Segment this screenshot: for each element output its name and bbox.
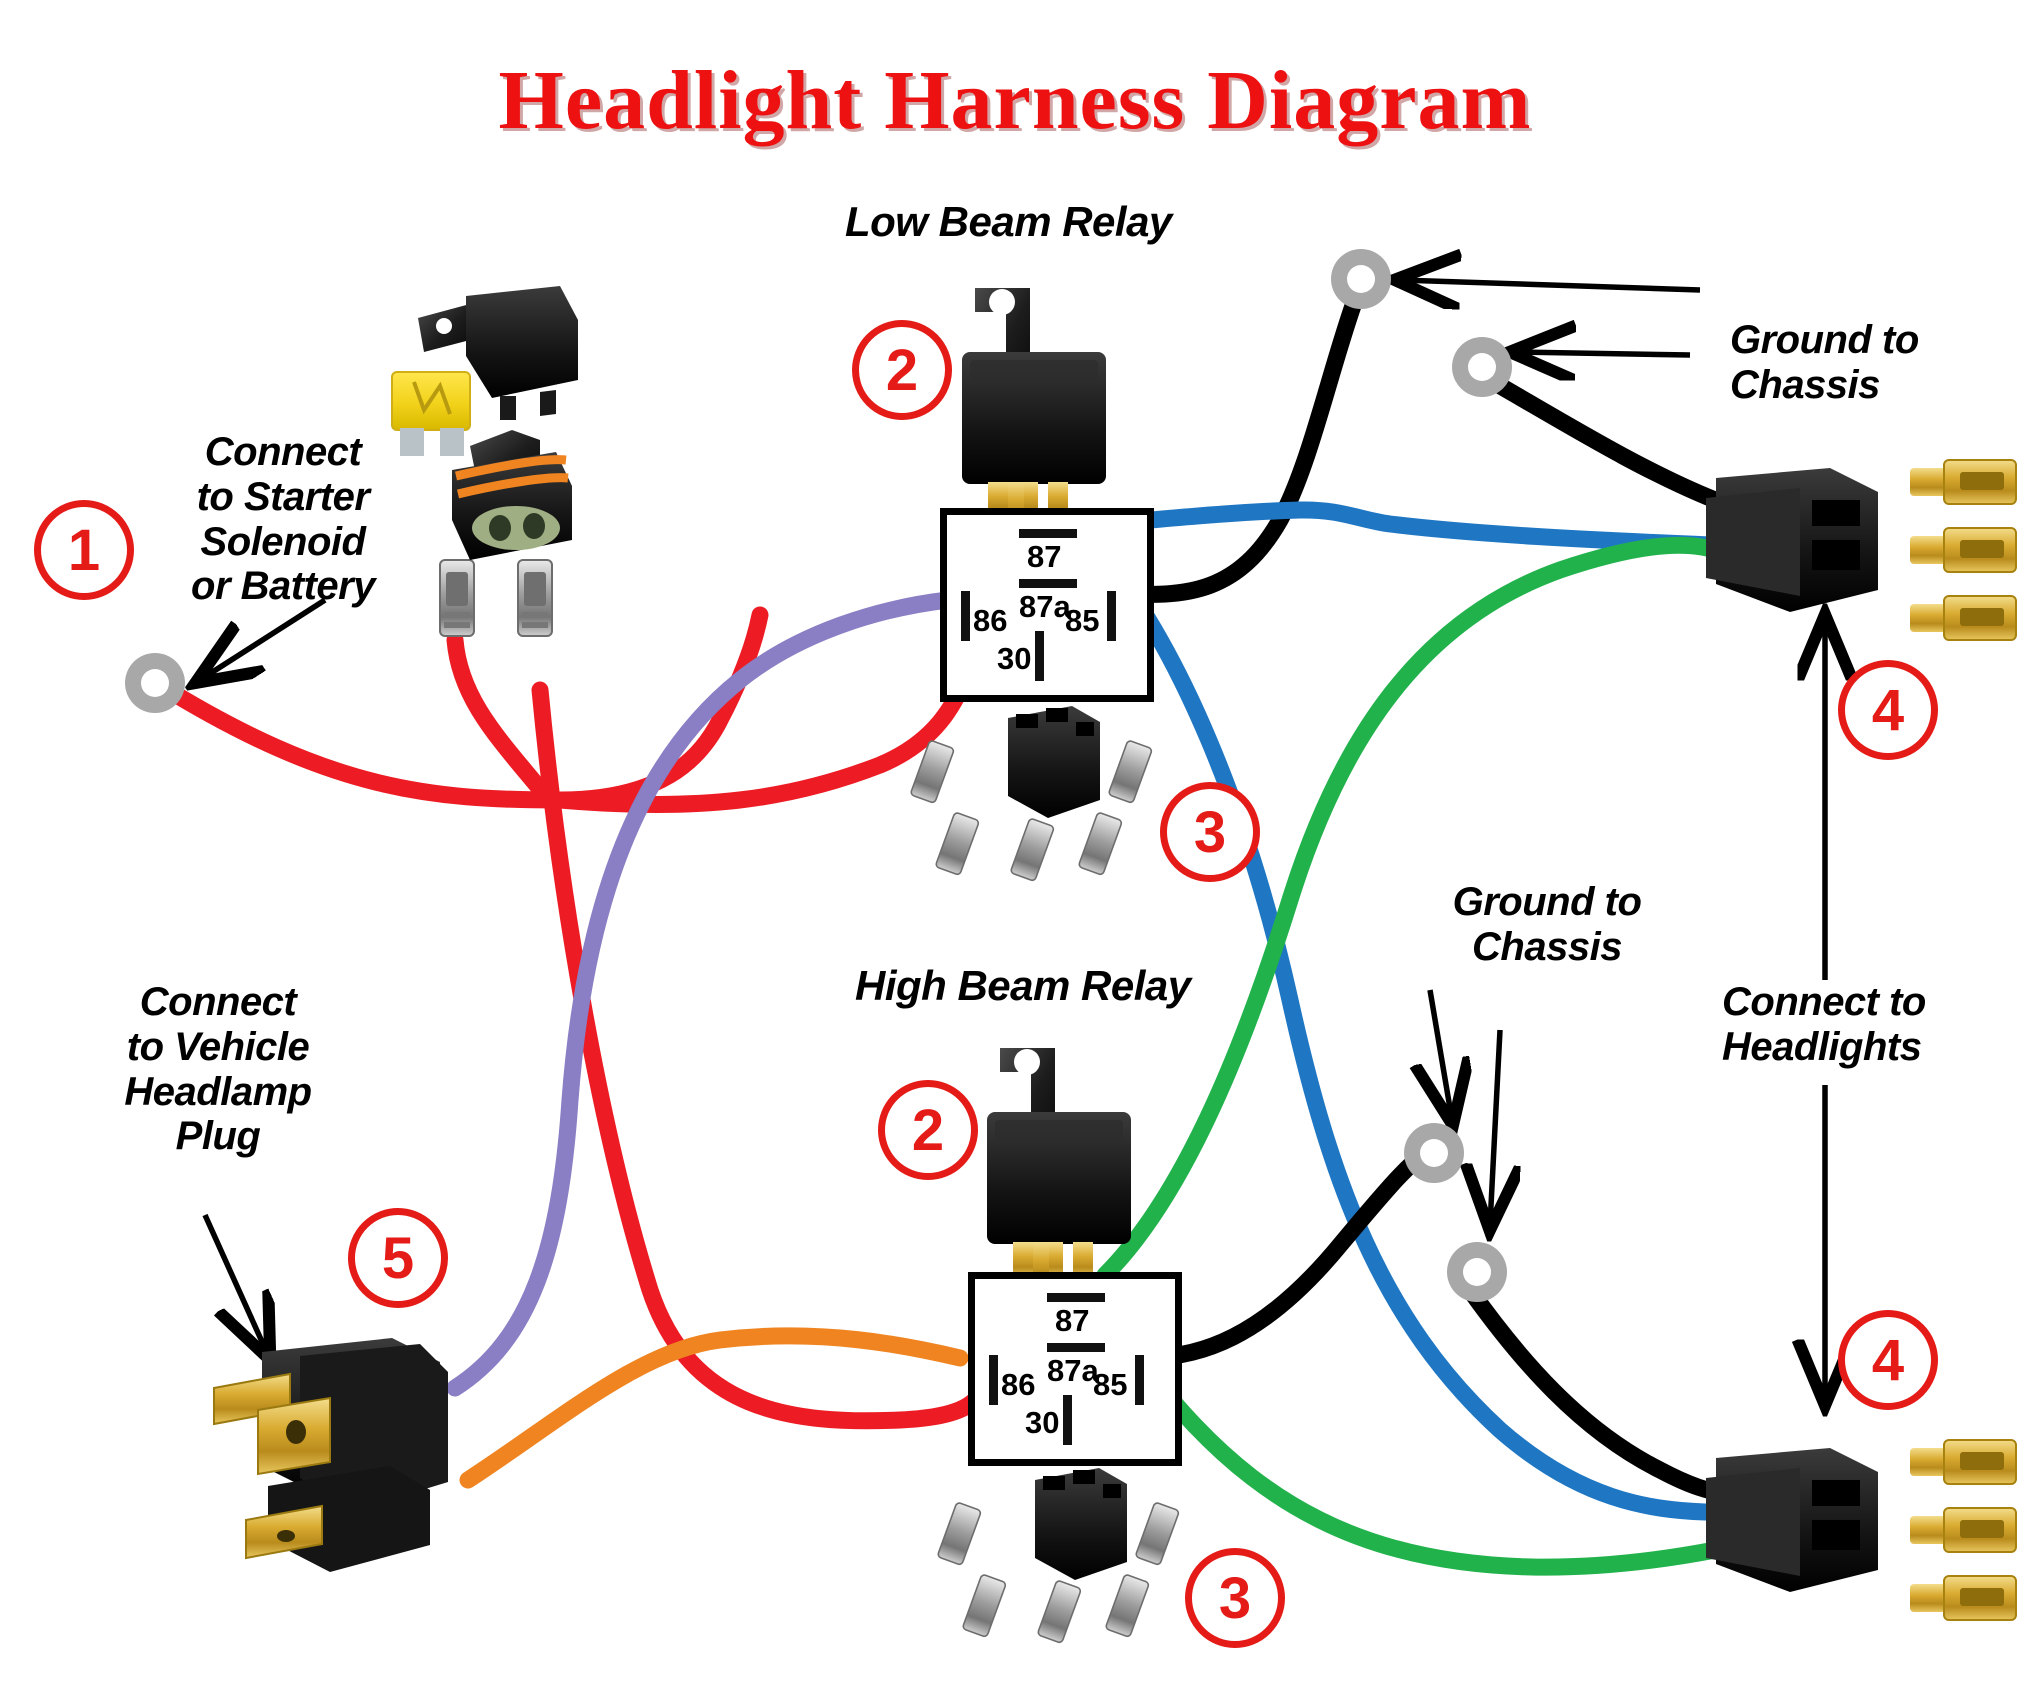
ring-terminal-ground-3 bbox=[1404, 1123, 1464, 1183]
relay-schematic-high-beam: 87 87a 86 85 30 bbox=[968, 1272, 1182, 1466]
terminal-label-87: 87 bbox=[1055, 1303, 1090, 1338]
terminal-label-30: 30 bbox=[997, 641, 1032, 676]
callout-3-low-beam: 3 bbox=[1160, 782, 1260, 882]
blade-fuse-photo bbox=[391, 371, 471, 456]
leader-arrow-ground-2 bbox=[1515, 352, 1691, 355]
callout-3-high-beam: 3 bbox=[1185, 1548, 1285, 1648]
callout-2-high-beam: 2 bbox=[878, 1080, 978, 1180]
vehicle-headlamp-plug bbox=[213, 1338, 448, 1572]
ring-terminal-group bbox=[125, 249, 1512, 1302]
terminal-label-30: 30 bbox=[1025, 1405, 1060, 1440]
terminal-label-87a: 87a bbox=[1019, 589, 1071, 624]
relay-photo-low-beam bbox=[962, 288, 1106, 526]
label-connect-to-headlights: Connect to Headlights bbox=[1722, 980, 1926, 1069]
leader-arrow-starter bbox=[200, 597, 327, 680]
callout-2-low-beam: 2 bbox=[852, 320, 952, 420]
ring-terminal-ground-1 bbox=[1331, 249, 1391, 309]
callout-5: 5 bbox=[348, 1208, 448, 1308]
leader-arrow-ground-3 bbox=[1430, 989, 1452, 1120]
sealed-connector-photo bbox=[452, 430, 572, 560]
terminal-label-86: 86 bbox=[1001, 1367, 1036, 1402]
relay-schematic-low-beam: 87 87a 86 85 30 bbox=[940, 508, 1154, 702]
label-ground-to-chassis-top: Ground to Chassis bbox=[1730, 318, 1919, 407]
terminal-label-85: 85 bbox=[1093, 1367, 1128, 1402]
terminal-label-85: 85 bbox=[1065, 603, 1100, 638]
label-connect-to-starter: Connect to Starter Solenoid or Battery bbox=[191, 430, 375, 609]
terminal-label-87a: 87a bbox=[1047, 1353, 1099, 1388]
relay-socket-low-beam bbox=[910, 706, 1153, 882]
label-ground-to-chassis-mid: Ground to Chassis bbox=[1452, 880, 1642, 969]
relay-socket-high-beam bbox=[937, 1468, 1180, 1644]
headlight-connector-upper bbox=[1706, 468, 1878, 612]
leader-arrow-ground-4 bbox=[1490, 1029, 1500, 1225]
gold-spade-terminals-upper bbox=[1910, 459, 2017, 641]
terminal-label-87: 87 bbox=[1027, 539, 1062, 574]
leader-arrow-headlamp-plug bbox=[202, 1213, 268, 1355]
ring-terminal-ground-2 bbox=[1452, 337, 1512, 397]
silver-spade-terminal-pair bbox=[439, 559, 553, 637]
ring-terminal-battery bbox=[125, 653, 185, 713]
label-high-beam-relay: High Beam Relay bbox=[855, 962, 1191, 1009]
relay-photo-high-beam bbox=[987, 1048, 1131, 1286]
callout-4-lower: 4 bbox=[1838, 1310, 1938, 1410]
page-title: Headlight Harness Diagram bbox=[498, 54, 1532, 147]
ring-terminal-ground-4 bbox=[1447, 1242, 1507, 1302]
leader-arrow-ground-1 bbox=[1400, 280, 1701, 290]
headlight-connector-lower bbox=[1706, 1448, 1878, 1592]
label-low-beam-relay: Low Beam Relay bbox=[845, 198, 1172, 245]
fuse-holder-photo bbox=[418, 286, 578, 420]
label-connect-to-headlamp-plug: Connect to Vehicle Headlamp Plug bbox=[124, 980, 312, 1159]
callout-4-upper: 4 bbox=[1838, 660, 1938, 760]
callout-1: 1 bbox=[34, 500, 134, 600]
gold-spade-terminals-lower bbox=[1910, 1439, 2017, 1621]
terminal-label-86: 86 bbox=[973, 603, 1008, 638]
